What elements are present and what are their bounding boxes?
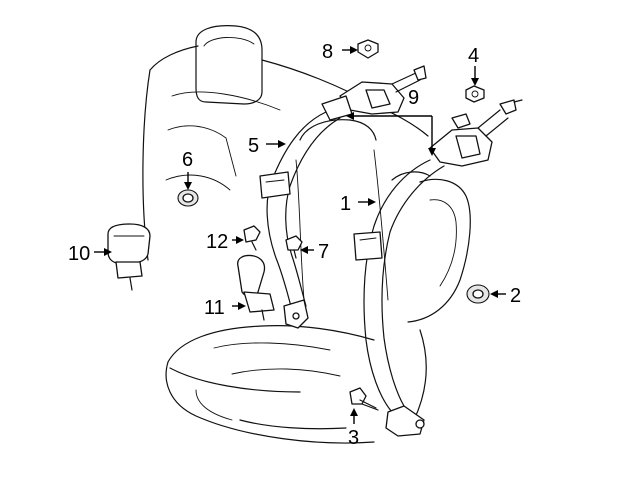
buckle-part-11 [237, 254, 275, 321]
callout-9: 9 [408, 87, 419, 109]
belt-left [259, 111, 341, 329]
buckle-part-10 [107, 223, 151, 291]
callout-3: 3 [348, 427, 359, 449]
callout-8: 8 [322, 41, 333, 63]
callout-7: 7 [318, 241, 329, 263]
nut-part-4 [465, 85, 485, 103]
retractor-right [429, 99, 523, 167]
leaders [94, 46, 506, 424]
callout-11: 11 [204, 297, 225, 319]
nut-part-8 [357, 39, 379, 59]
seat-cushion [165, 325, 427, 444]
callout-1: 1 [340, 193, 351, 215]
callout-4: 4 [468, 45, 479, 67]
bolt-part-3 [349, 387, 379, 411]
belt-right [353, 159, 445, 437]
bolt-part-12 [243, 225, 261, 251]
callout-6: 6 [182, 149, 193, 171]
callout-labels: 8 4 9 5 6 1 10 12 7 2 11 3 [68, 41, 521, 449]
callout-12: 12 [206, 231, 228, 253]
callout-2: 2 [510, 285, 521, 307]
right-seat-bolster [391, 171, 471, 323]
grommet-part-2 [466, 284, 490, 304]
callout-10: 10 [68, 243, 90, 265]
grommet-part-6 [177, 189, 199, 207]
callout-5: 5 [248, 135, 259, 157]
retractor-left [321, 65, 427, 121]
bolt-part-7 [285, 235, 303, 259]
